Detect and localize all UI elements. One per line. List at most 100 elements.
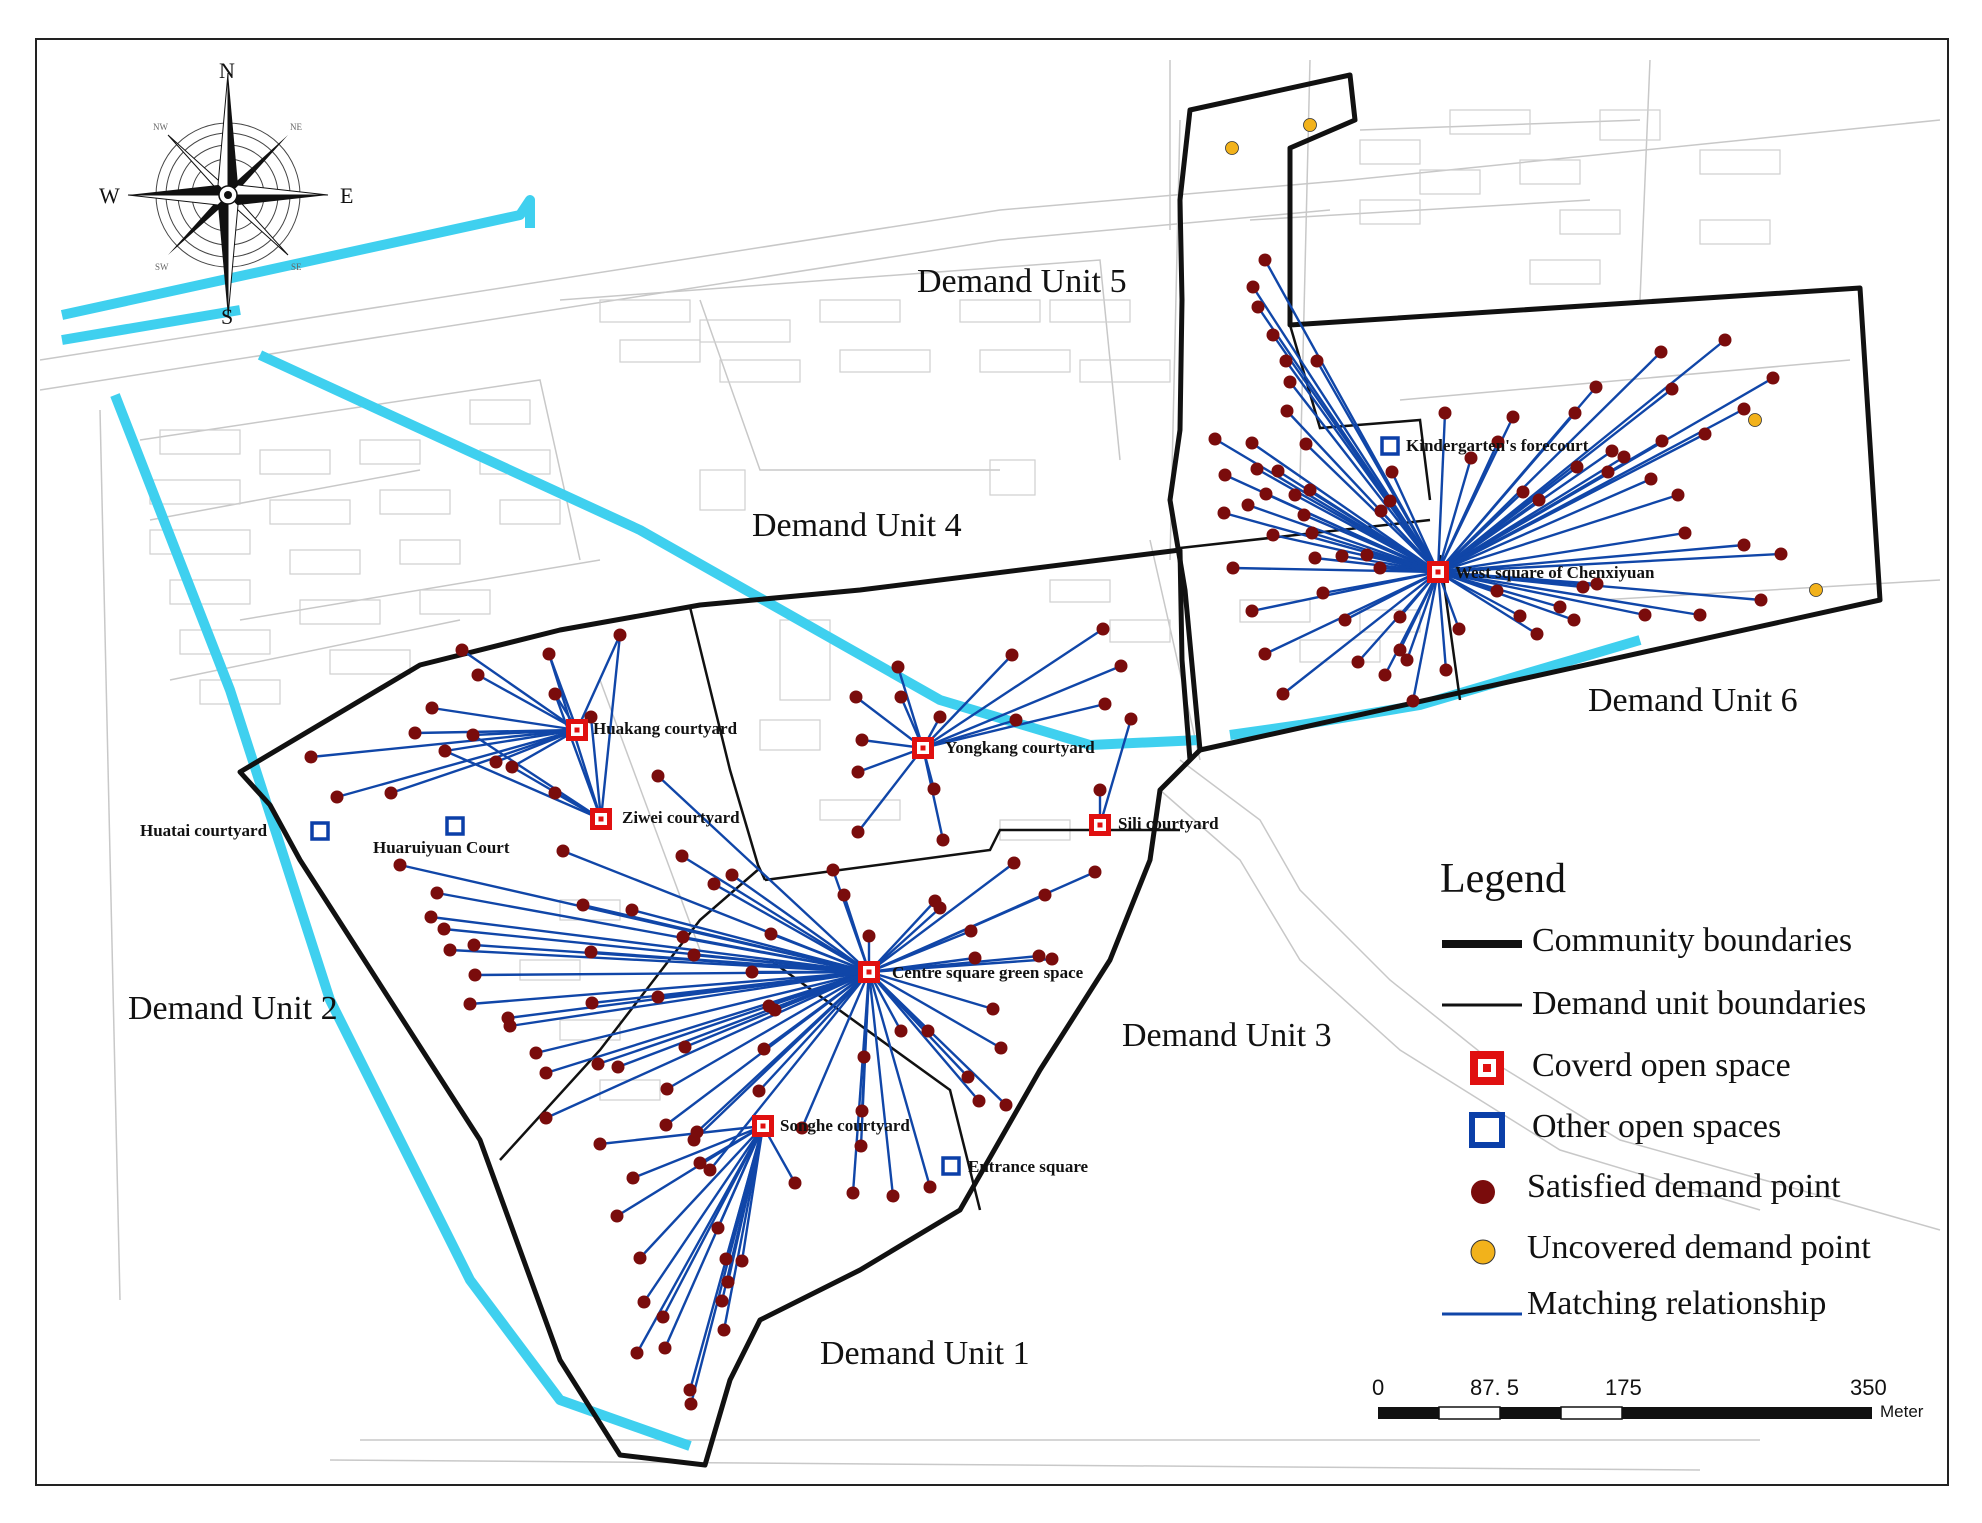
matching-line: [1247, 503, 1439, 574]
matching-line: [575, 634, 622, 731]
satisfied-demand-point: [891, 660, 905, 674]
other-open-space-marker: [941, 1156, 961, 1176]
matching-line: [842, 894, 871, 973]
satisfied-demand-point: [1385, 465, 1399, 479]
matching-line: [444, 749, 602, 821]
covered-open-space-marker: [858, 961, 880, 983]
matching-line: [868, 907, 941, 973]
matching-line: [1294, 493, 1439, 574]
matching-line: [639, 1125, 764, 1259]
satisfied-demand-point: [1351, 655, 1365, 669]
satisfied-demand-point: [994, 1041, 1008, 1055]
satisfied-demand-point: [1005, 648, 1019, 662]
satisfied-demand-point: [1605, 444, 1619, 458]
scale-tick-350: 350: [1850, 1375, 1887, 1400]
satisfied-demand-point: [1439, 663, 1453, 677]
satisfied-demand-point: [425, 701, 439, 715]
satisfied-demand-point: [788, 1176, 802, 1190]
building-outline: [1079, 359, 1171, 383]
satisfied-demand-point: [658, 1341, 672, 1355]
satisfied-demand-point: [721, 1275, 735, 1289]
satisfied-demand-point: [1096, 622, 1110, 636]
matching-line: [1437, 493, 1679, 574]
matching-line: [1437, 570, 1701, 617]
satisfied-demand-point: [539, 1066, 553, 1080]
satisfied-demand-point: [408, 726, 422, 740]
covered-open-space-marker: [752, 1115, 774, 1137]
satisfied-demand-point: [1553, 600, 1567, 614]
satisfied-demand-point: [529, 1046, 543, 1060]
matching-line: [390, 728, 578, 795]
covered-open-space-marker: [590, 808, 612, 830]
satisfied-demand-point: [1452, 622, 1466, 636]
matching-line: [631, 908, 870, 974]
satisfied-demand-point: [846, 1186, 860, 1200]
matching-line: [1286, 410, 1439, 573]
building-outline: [1419, 169, 1481, 195]
demand-unit-5-label: Demand Unit 5: [917, 263, 1127, 300]
covered-open-space-marker: [566, 719, 588, 741]
other-open-space-marker: [445, 816, 465, 836]
satisfied-demand-point: [1310, 354, 1324, 368]
matching-line: [472, 728, 578, 737]
satisfied-demand-point: [424, 910, 438, 924]
satisfied-demand-point: [1218, 468, 1232, 482]
water-channels: [60, 195, 1642, 1451]
satisfied-demand-point: [923, 1180, 937, 1194]
satisfied-demand-point: [745, 965, 759, 979]
satisfied-demand-point: [1283, 375, 1297, 389]
matching-line: [1437, 450, 1613, 573]
satisfied-demand-point: [1297, 508, 1311, 522]
satisfied-demand-point: [764, 927, 778, 941]
satisfied-demand-point: [1245, 436, 1259, 450]
matching-line: [1437, 388, 1673, 573]
demand-unit-6-label: Demand Unit 6: [1588, 682, 1798, 719]
matching-line: [1437, 570, 1538, 636]
building-outline: [1449, 109, 1531, 135]
building-outline: [359, 439, 421, 465]
satisfied-demand-point: [1373, 561, 1387, 575]
matching-line: [545, 970, 870, 1075]
satisfied-demand-point: [1530, 627, 1544, 641]
matching-line: [617, 970, 870, 1069]
matching-line: [1285, 360, 1439, 573]
matching-line: [472, 733, 602, 821]
building-outline: [499, 499, 561, 525]
satisfied-demand-point: [1335, 549, 1349, 563]
matching-line: [682, 935, 870, 974]
uncovered-demand-point: [1303, 118, 1317, 132]
satisfied-demand-point: [1516, 485, 1530, 499]
matching-line: [868, 900, 936, 973]
matching-line: [1263, 259, 1440, 573]
matching-line: [1437, 570, 1575, 622]
satisfied-demand-point: [1576, 580, 1590, 594]
building-outline: [979, 349, 1071, 373]
satisfied-demand-point: [1258, 647, 1272, 661]
covered-open-space-marker: [1427, 561, 1449, 583]
building-outline: [1699, 219, 1771, 245]
legend-covered-space-symbol: [1470, 1051, 1504, 1085]
matching-line: [1366, 553, 1439, 574]
building-outline: [289, 549, 361, 575]
satisfied-demand-point: [1506, 410, 1520, 424]
satisfied-demand-point: [637, 1295, 651, 1309]
scale-bar: [1378, 1406, 1872, 1420]
satisfied-demand-point: [1589, 380, 1603, 394]
satisfied-demand-point: [548, 687, 562, 701]
satisfied-demand-point: [463, 997, 477, 1011]
satisfied-demand-point: [964, 924, 978, 938]
satisfied-demand-point: [505, 760, 519, 774]
matching-line: [1437, 543, 1745, 574]
matching-line: [1289, 381, 1439, 573]
building-outline: [699, 319, 791, 343]
scale-unit-label: Meter: [1880, 1402, 1924, 1421]
matching-line: [599, 1124, 764, 1146]
satisfied-demand-point: [651, 769, 665, 783]
matching-line: [720, 1125, 765, 1302]
satisfied-demand-point: [1655, 434, 1669, 448]
matching-line: [1437, 477, 1652, 574]
satisfied-demand-point: [862, 929, 876, 943]
legend-uncovered-point-symbol: [1470, 1239, 1496, 1265]
satisfied-demand-point: [927, 782, 941, 796]
satisfied-demand-point: [455, 643, 469, 657]
